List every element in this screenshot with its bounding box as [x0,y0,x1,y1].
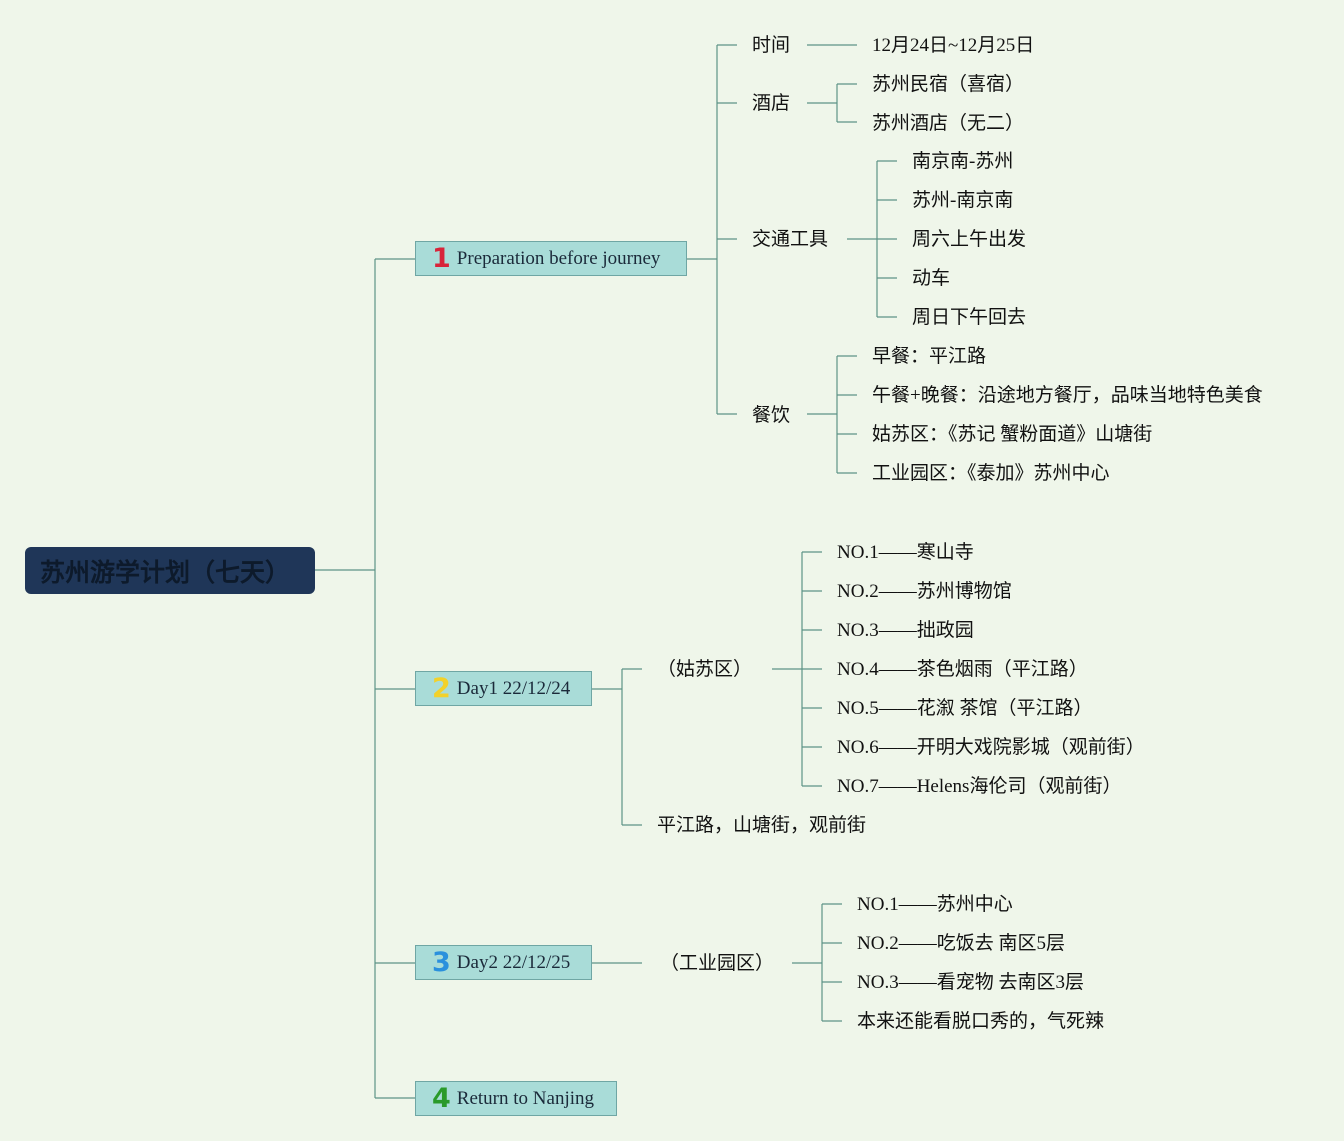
topic-transport-item[interactable]: 南京南-苏州 [912,151,1014,172]
number-three-icon: 3 [432,947,451,978]
topic-gusu[interactable]: （姑苏区） [657,659,753,680]
topic-transport-item[interactable]: 周日下午回去 [912,307,1027,328]
topic-park-item[interactable]: 本来还能看脱口秀的，气死辣 [857,1011,1105,1032]
topic-gusu-item[interactable]: NO.2——苏州博物馆 [837,581,1012,602]
topic-gusu-item[interactable]: NO.7——Helens海伦司（观前街） [837,776,1122,797]
branch-label: Return to Nanjing [456,1087,594,1109]
topic-food-item[interactable]: 午餐+晚餐：沿途地方餐厅，品味当地特色美食 [872,385,1263,406]
topic-transport-item[interactable]: 动车 [912,268,951,289]
topic-gusu-item[interactable]: NO.4——茶色烟雨（平江路） [837,659,1088,680]
branch-preparation[interactable]: 1 Preparation before journey [415,241,687,276]
topic-gusu-item[interactable]: NO.3——拙政园 [837,620,974,641]
branch-label: Day1 22/12/24 [456,677,571,699]
branch-label: Day2 22/12/25 [456,951,571,973]
topic-transport[interactable]: 交通工具 [752,229,829,250]
topic-transport-item[interactable]: 苏州-南京南 [912,190,1014,211]
topic-streets[interactable]: 平江路，山塘街，观前街 [657,815,867,836]
topic-gusu-item[interactable]: NO.6——开明大戏院影城（观前街） [837,737,1145,758]
topic-hotel-item[interactable]: 苏州民宿（喜宿） [872,74,1025,95]
topic-transport-item[interactable]: 周六上午出发 [912,229,1027,250]
number-one-icon: 1 [432,243,451,274]
branch-day1[interactable]: 2 Day1 22/12/24 [415,671,592,706]
topic-park-item[interactable]: NO.3——看宠物 去南区3层 [857,972,1084,993]
topic-food[interactable]: 餐饮 [752,405,791,426]
topic-food-item[interactable]: 姑苏区：《苏记 蟹粉面道》山塘街 [872,424,1153,445]
topic-hotel[interactable]: 酒店 [752,93,791,114]
topic-gusu-item[interactable]: NO.1——寒山寺 [837,542,974,563]
branch-day2[interactable]: 3 Day2 22/12/25 [415,945,592,980]
topic-park-item[interactable]: NO.2——吃饭去 南区5层 [857,933,1065,954]
number-two-icon: 2 [432,673,451,704]
topic-gusu-item[interactable]: NO.5——花溆 茶馆（平江路） [837,698,1093,719]
topic-time[interactable]: 时间 [752,35,791,56]
branch-return[interactable]: 4 Return to Nanjing [415,1081,617,1116]
root-topic[interactable]: 苏州游学计划（七天） [25,547,315,594]
number-four-icon: 4 [432,1083,451,1114]
topic-food-item[interactable]: 工业园区：《泰加》苏州中心 [872,463,1110,484]
topic-food-item[interactable]: 早餐：平江路 [872,346,987,367]
topic-hotel-item[interactable]: 苏州酒店（无二） [872,113,1025,134]
branch-label: Preparation before journey [456,247,661,269]
topic-time-value[interactable]: 12月24日~12月25日 [872,35,1035,56]
topic-park-item[interactable]: NO.1——苏州中心 [857,894,1013,915]
root-title: 苏州游学计划（七天） [40,557,291,587]
topic-industrial-park[interactable]: （工业园区） [660,953,775,974]
